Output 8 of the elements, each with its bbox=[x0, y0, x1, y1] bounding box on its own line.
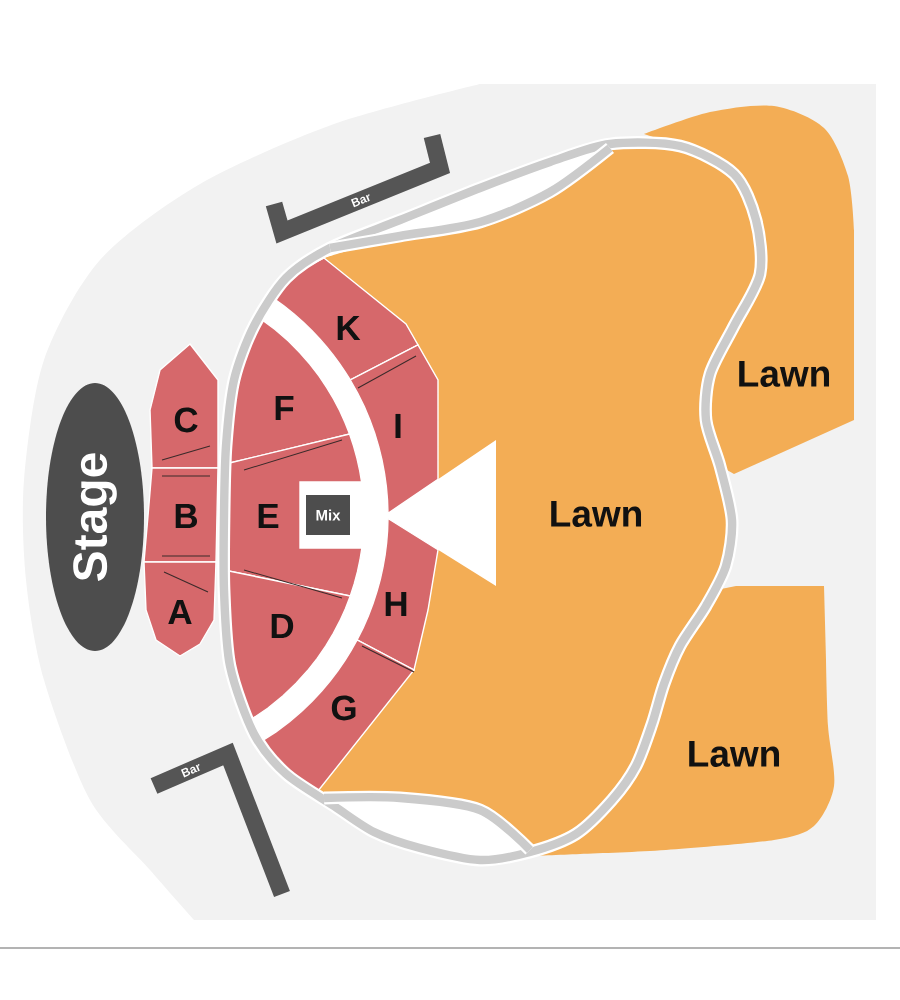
seating-section: B bbox=[143, 467, 219, 563]
lawn-area: Lawn bbox=[530, 586, 835, 856]
node-label: Lawn bbox=[551, 501, 642, 527]
lawn-area: Lawn bbox=[644, 105, 854, 474]
seating-section: I bbox=[349, 344, 439, 515]
seating-section: H bbox=[356, 517, 439, 672]
seating-section: A bbox=[143, 561, 217, 657]
stage: Stage bbox=[46, 383, 144, 651]
